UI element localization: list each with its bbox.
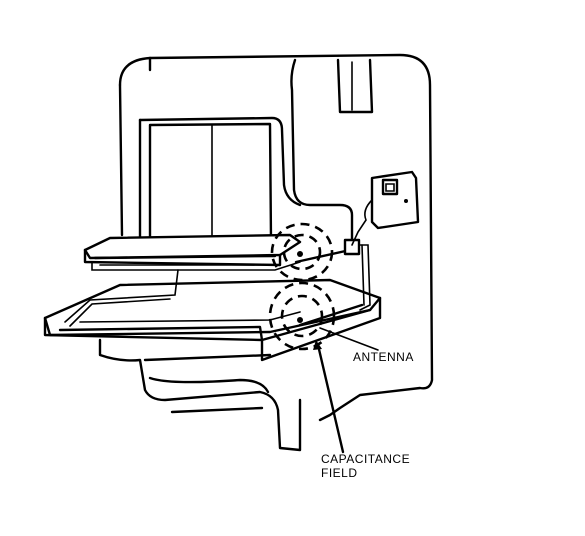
antenna-leader-line bbox=[319, 327, 379, 351]
press-frame bbox=[118, 53, 434, 422]
capacitance-field-label-line1: CAPACITANCE bbox=[321, 452, 411, 466]
lower-table bbox=[43, 278, 382, 452]
capacitance-leader-line bbox=[316, 343, 345, 454]
antenna-tubes bbox=[64, 238, 371, 327]
capacitance-field bbox=[268, 222, 336, 351]
antenna-label: ANTENNA bbox=[353, 350, 414, 364]
leader-arrow-icon bbox=[313, 340, 322, 350]
capacitance-field-label-line2: FIELD bbox=[321, 466, 358, 480]
control-box bbox=[351, 170, 420, 246]
upper-platen bbox=[83, 233, 302, 267]
